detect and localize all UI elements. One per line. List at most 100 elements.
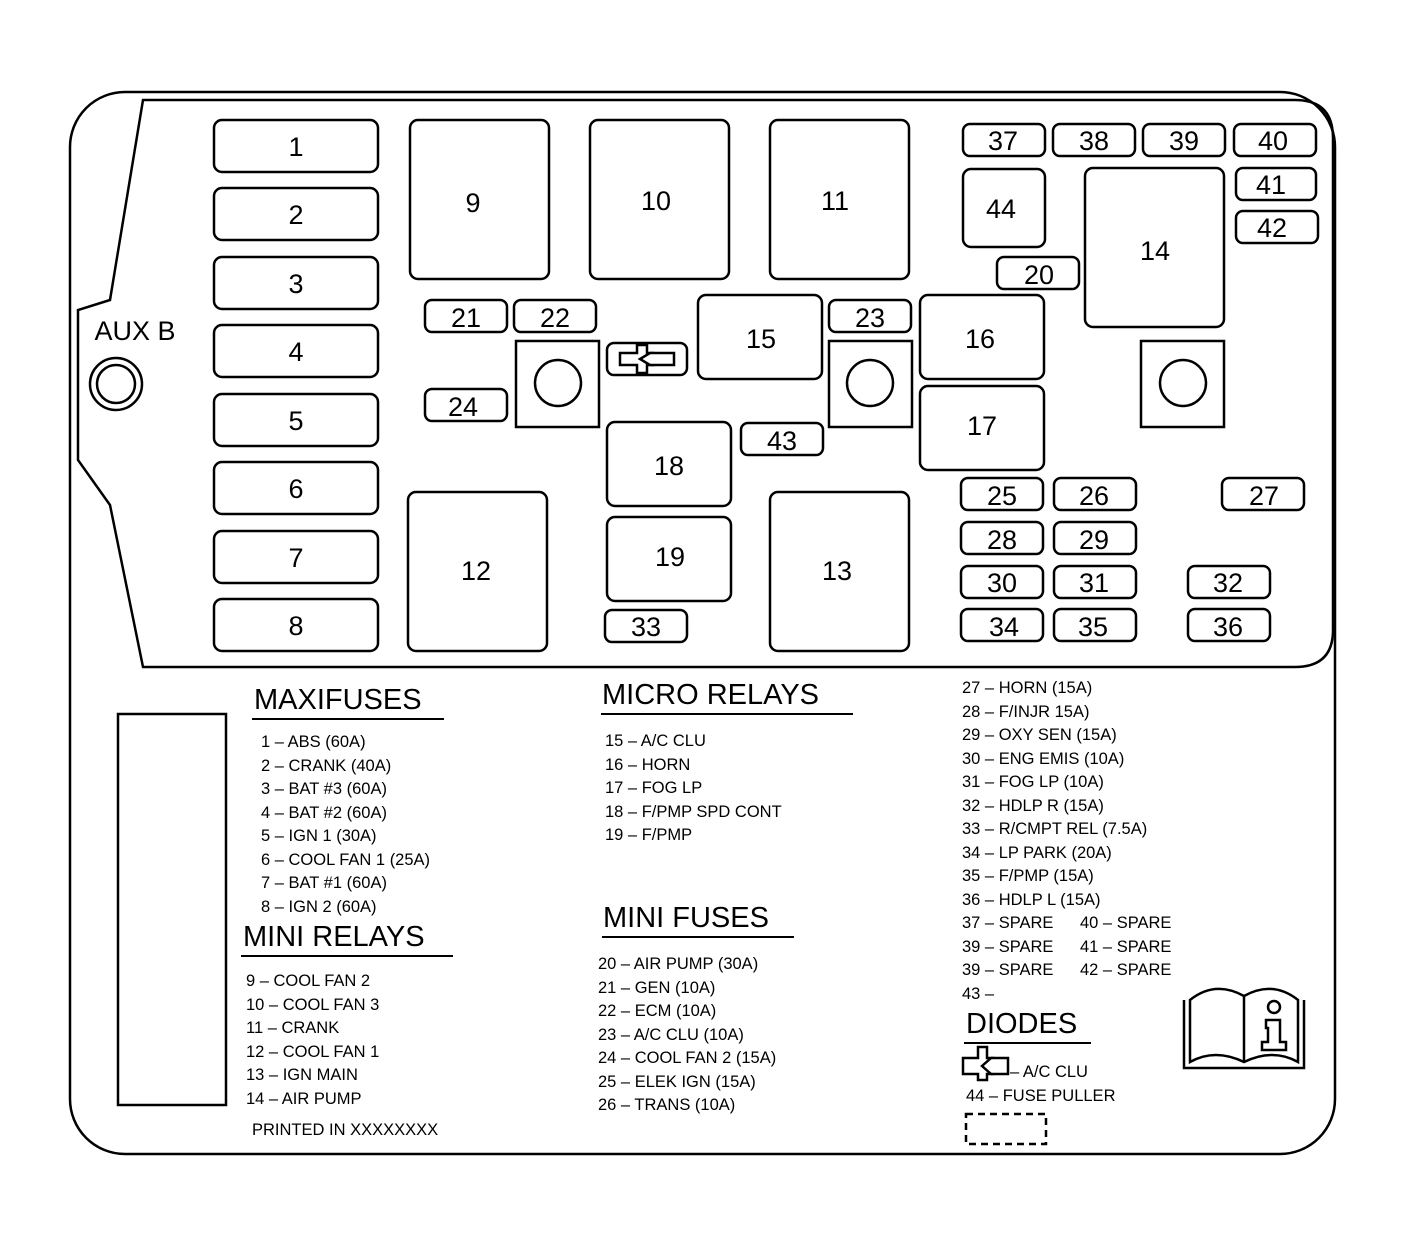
label-26: 26: [1079, 481, 1109, 511]
list-item: 28 – F/INJR 15A): [962, 702, 1090, 721]
diode-ac-clu-text: – A/C CLU: [1010, 1063, 1088, 1081]
mini-fuses-list: 20 – AIR PUMP (30A) 21 – GEN (10A) 22 – …: [598, 953, 776, 1118]
mini-fuse-30: [959, 564, 1045, 600]
list-item: 27 – HORN (15A): [962, 679, 1093, 697]
label-5: 5: [288, 406, 303, 436]
diodes-underline: [964, 1042, 1091, 1044]
maxifuse-5: [212, 392, 380, 448]
label-29: 29: [1079, 525, 1109, 555]
list-item: 19 – F/PMP: [605, 826, 693, 844]
label-3: 3: [288, 269, 303, 299]
maxifuses-title: MAXIFUSES: [254, 684, 422, 716]
mini-fuse-20: [995, 255, 1081, 291]
mini-relays-underline: [241, 955, 453, 957]
label-8: 8: [288, 611, 303, 641]
list-item: 37 – SPARE: [962, 914, 1054, 932]
label-44: 44: [986, 194, 1016, 224]
label-14: 14: [1140, 236, 1170, 266]
label-18: 18: [654, 451, 684, 481]
fuse-puller-text: 44 – FUSE PULLER: [966, 1087, 1116, 1105]
mini-fuse-33: [603, 608, 689, 644]
mini-fuse-35: [1052, 607, 1138, 643]
mount-boss-left: [514, 339, 601, 429]
list-item: 35 – F/PMP (15A): [962, 867, 1094, 885]
list-item: 24 – COOL FAN 2 (15A): [598, 1049, 777, 1067]
label-23: 23: [855, 303, 885, 333]
maxifuses-list: 1 – ABS (60A) 2 – CRANK (40A) 3 – BAT #3…: [261, 731, 430, 919]
mini-fuse-40: [1232, 122, 1318, 158]
label-30: 30: [987, 568, 1017, 598]
list-item: 20 – AIR PUMP (30A): [598, 955, 759, 973]
label-27: 27: [1249, 481, 1279, 511]
label-10: 10: [641, 186, 671, 216]
list-item: 4 – BAT #2 (60A): [261, 803, 387, 822]
micro-relay-19: [605, 515, 733, 603]
mini-fuse-31: [1052, 564, 1138, 600]
list-item: 9 – COOL FAN 2: [246, 972, 371, 990]
label-11: 11: [821, 186, 849, 216]
label-31: 31: [1079, 568, 1109, 598]
list-item: 31 – FOG LP (10A): [962, 773, 1104, 791]
list-item: 11 – CRANK: [246, 1019, 340, 1037]
label-42: 42: [1257, 213, 1287, 243]
micro-relay-17: [918, 384, 1046, 472]
mini-fuse-42: [1234, 209, 1320, 245]
list-item: 16 – HORN: [605, 755, 691, 774]
list-item: 25 – ELEK IGN (15A): [598, 1072, 756, 1091]
fuse-puller-44: [961, 167, 1047, 249]
list-item: 39 – SPARE: [962, 937, 1054, 956]
list-item: 2 – CRANK (40A): [261, 756, 392, 775]
diode-icon: [605, 341, 689, 377]
maxifuse-8: [212, 597, 380, 653]
mini-relay-13: [768, 490, 911, 653]
aux-b-label: AUX B: [94, 316, 175, 346]
maxifuse-2: [212, 186, 380, 242]
mini-fuse-24: [423, 387, 509, 423]
list-item: 15 – A/C CLU: [605, 732, 706, 750]
mini-fuse-36: [1186, 607, 1272, 643]
mini-relay-11: [768, 118, 911, 281]
list-item: 7 – BAT #1 (60A): [261, 874, 387, 892]
legend-diode-icon: [961, 1045, 1010, 1082]
list-item: 42 – SPARE: [1080, 961, 1172, 979]
label-32: 32: [1213, 568, 1243, 598]
mini-relay-9: [408, 118, 551, 281]
list-item: 5 – IGN 1 (30A): [261, 827, 377, 845]
label-43: 43: [767, 426, 797, 456]
label-22: 22: [540, 303, 570, 333]
label-13: 13: [822, 556, 852, 586]
list-item: 39 – SPARE: [962, 961, 1054, 979]
list-item: 30 – ENG EMIS (10A): [962, 749, 1125, 768]
mini-relays-list: 9 – COOL FAN 2 10 – COOL FAN 3 11 – CRAN…: [246, 970, 379, 1111]
label-12: 12: [461, 556, 491, 586]
micro-relay-15: [696, 293, 824, 381]
label-4: 4: [288, 337, 303, 367]
label-25: 25: [987, 481, 1017, 511]
label-34: 34: [989, 612, 1019, 642]
list-item: 21 – GEN (10A): [598, 978, 716, 997]
mini-fuse-38: [1051, 122, 1137, 158]
label-16: 16: [965, 324, 995, 354]
mini-fuse-41: [1234, 166, 1318, 202]
mini-fuse-21: [423, 298, 509, 334]
spares-left-list: 37 – SPARE 39 – SPARE 39 – SPARE 43 –: [962, 912, 1053, 1006]
maxifuse-3: [212, 255, 380, 311]
list-item: 22 – ECM (10A): [598, 1002, 717, 1020]
label-area: [116, 712, 228, 1107]
label-39: 39: [1169, 126, 1199, 156]
list-item: 13 – IGN MAIN: [246, 1066, 358, 1084]
list-item: 23 – A/C CLU (10A): [598, 1025, 744, 1044]
mini-fuse-22: [512, 298, 598, 334]
label-37: 37: [988, 126, 1018, 156]
fuse-block-outline: [76, 98, 1335, 669]
maxifuse-1: [212, 118, 380, 174]
list-item: 18 – F/PMP SPD CONT: [605, 802, 782, 821]
micro-relay-16: [918, 293, 1046, 381]
label-21: 21: [451, 303, 481, 333]
label-40: 40: [1258, 126, 1288, 156]
label-7: 7: [288, 543, 303, 573]
panel-outline: [68, 90, 1337, 1156]
label-6: 6: [288, 474, 303, 504]
micro-relays-title: MICRO RELAYS: [602, 679, 820, 711]
